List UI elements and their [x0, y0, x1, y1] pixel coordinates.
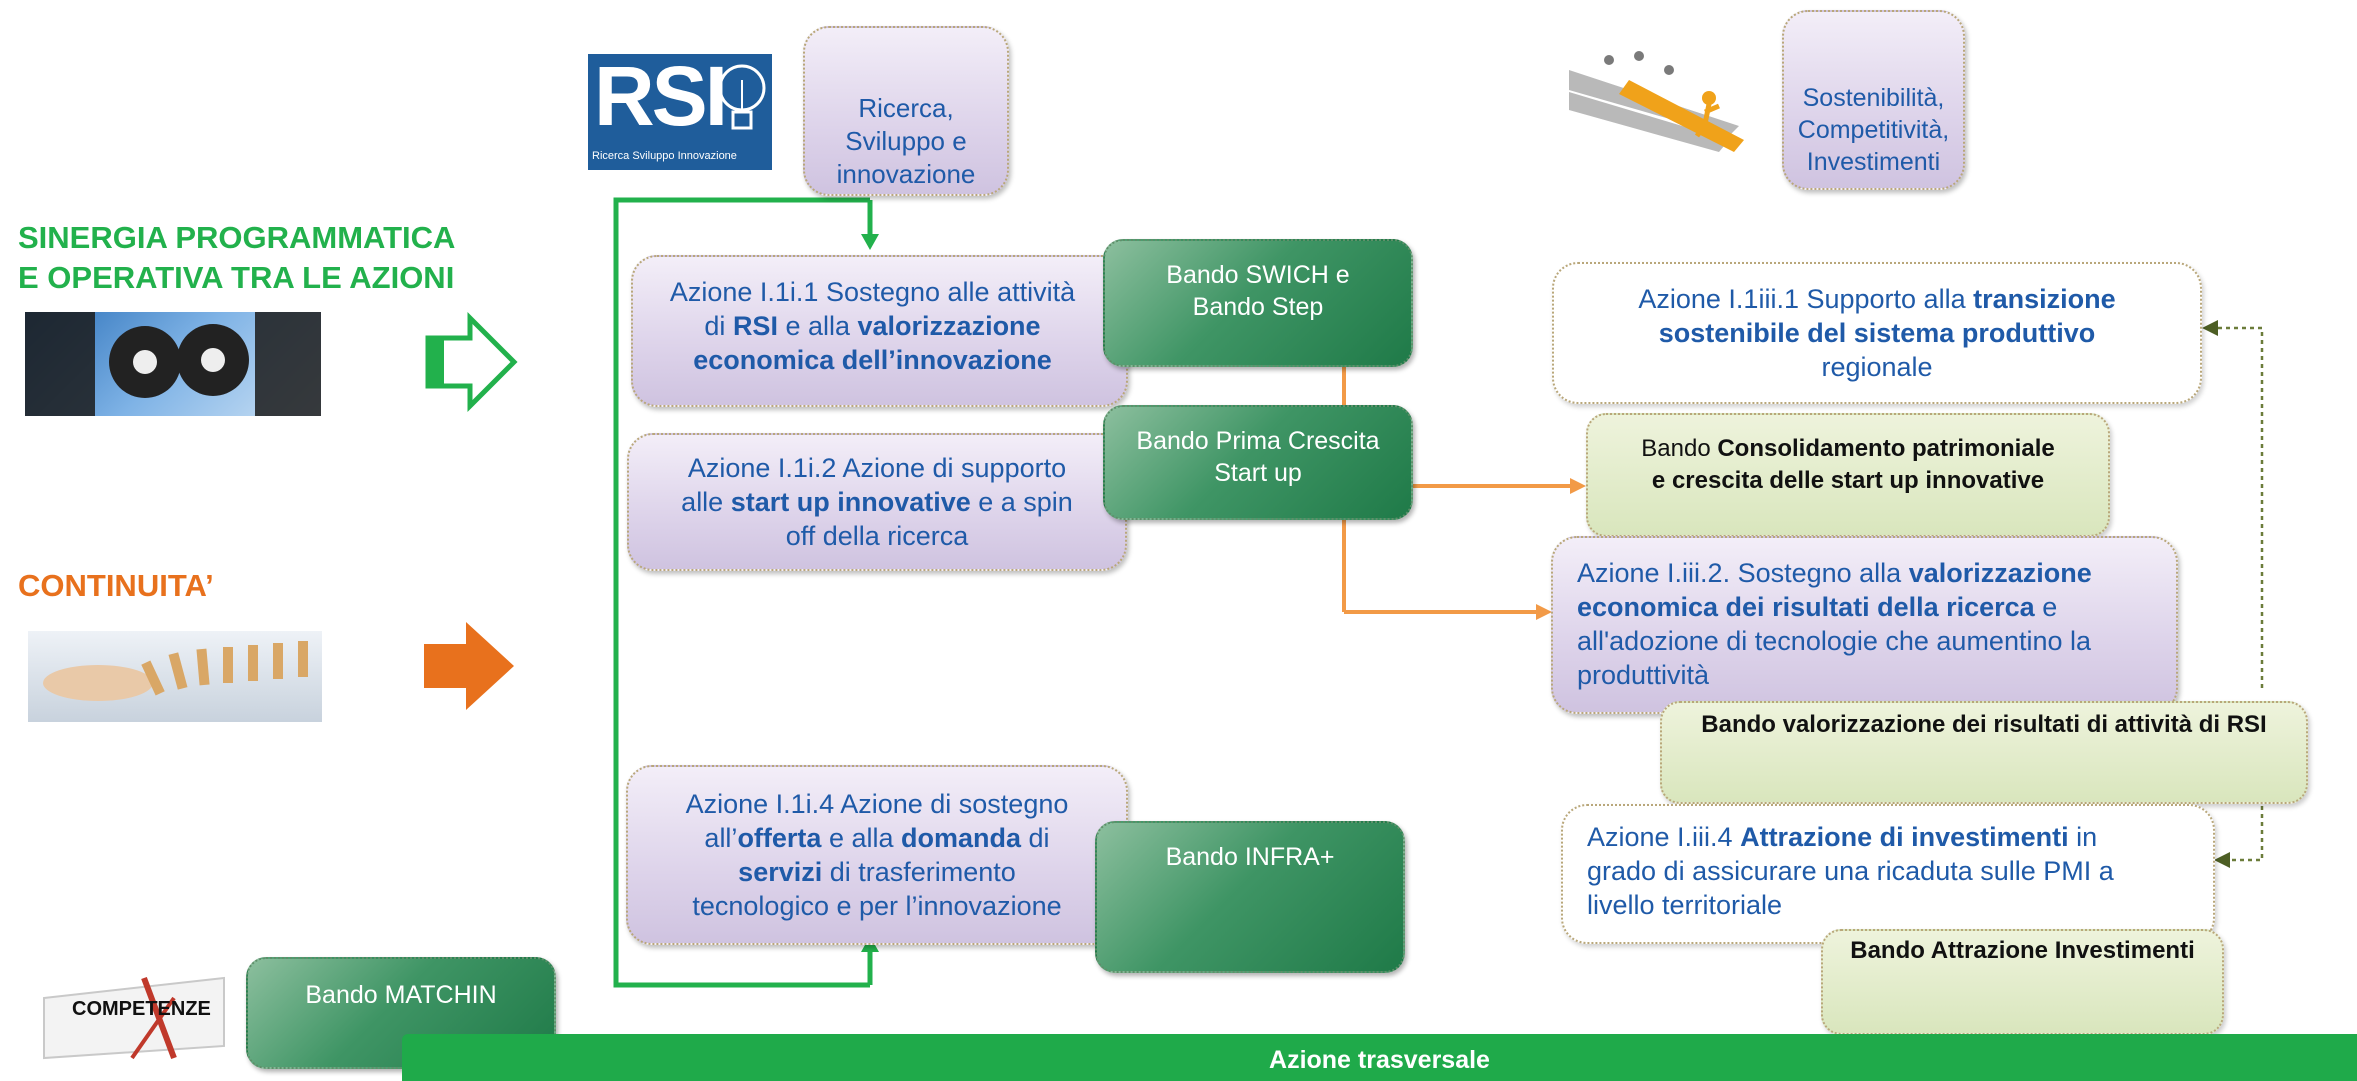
bando-swich-line1: Bando SWICH e — [1166, 261, 1350, 289]
azione-1iii1-line2: sostenibile del sistema produttivo — [1658, 318, 2096, 348]
dominoes-image — [28, 631, 322, 722]
azione-iii4-line1: Azione I.iii.4 Attrazione di investiment… — [1587, 822, 2098, 852]
runners-image — [1569, 40, 1749, 164]
synergy-heading-line1: SINERGIA PROGRAMMATICA — [18, 220, 456, 255]
sustainability-line1: Sostenibilità, — [1802, 84, 1945, 112]
azione-1i4-line3: servizi di trasferimento — [738, 857, 1016, 887]
competenze-label: COMPETENZE — [72, 998, 211, 1020]
bando-consolidamento-line1: Bando Consolidamento patrimoniale — [1641, 435, 2055, 462]
azione-iii2-line3: all'adozione di tecnologie che aumentino… — [1577, 626, 2092, 656]
lightbulb-icon — [718, 64, 766, 130]
azione-1i4-box: Azione I.1i.4 Azione di sostegno all’off… — [626, 765, 1128, 945]
azione-1i2-box: Azione I.1i.2 Azione di supporto alle st… — [627, 433, 1127, 571]
bando-prima-crescita-box: Bando Prima Crescita Start up — [1103, 405, 1413, 520]
synergy-heading: SINERGIA PROGRAMMATICA E OPERATIVA TRA L… — [18, 218, 455, 298]
bando-prima-crescita-line2: Start up — [1214, 459, 1302, 487]
azione-1i2-line2: alle start up innovative e a spin — [681, 487, 1073, 517]
azione-1i1-line1: Azione I.1i.1 Sostegno alle attività — [669, 277, 1076, 307]
rsi-box-line2: Sviluppo e — [845, 126, 967, 156]
gears-image — [25, 312, 321, 416]
green-arrow-accent — [430, 340, 444, 384]
rsi-box: Ricerca, Sviluppo e innovazione — [803, 26, 1009, 196]
green-arrow-top-head — [861, 234, 879, 250]
azione-trasversale-bar: Azione trasversale — [402, 1034, 2357, 1081]
dotted-arrow-up — [2216, 326, 2264, 688]
rsi-box-line3: innovazione — [836, 159, 976, 189]
synergy-heading-line2: E OPERATIVA TRA LE AZIONI — [18, 260, 455, 295]
orange-arrow-head-1 — [1570, 478, 1586, 494]
dotted-arrow-down-head — [2214, 852, 2230, 868]
orange-solid-arrow — [424, 622, 514, 710]
azione-1i2-line3: off della ricerca — [785, 521, 969, 551]
bando-infra-box: Bando INFRA+ — [1095, 821, 1405, 973]
bando-consolidamento-box: Bando Consolidamento patrimoniale e cres… — [1586, 413, 2110, 537]
sustainability-box: Sostenibilità, Competitività, Investimen… — [1782, 10, 1965, 190]
azione-1i2-line1: Azione I.1i.2 Azione di supporto — [687, 453, 1067, 483]
orange-arrow-head-2 — [1536, 604, 1552, 620]
azione-iii2-line4: produttività — [1577, 660, 1710, 690]
rsi-box-line1: Ricerca, — [858, 93, 954, 123]
azione-1i4-line2: all’offerta e alla domanda di — [704, 823, 1050, 853]
azione-iii4-box: Azione I.iii.4 Attrazione di investiment… — [1561, 804, 2215, 944]
continuity-heading: CONTINUITA’ — [18, 568, 214, 603]
azione-iii2-box: Azione I.iii.2. Sostegno alla valorizzaz… — [1551, 536, 2178, 714]
dotted-arrow-up-head — [2202, 320, 2218, 336]
rsi-logo: RSI Ricerca Sviluppo Innovazione — [588, 49, 772, 170]
bando-swich-box: Bando SWICH e Bando Step — [1103, 239, 1413, 367]
azione-iii2-line1: Azione I.iii.2. Sostegno alla valorizzaz… — [1577, 558, 2092, 588]
azione-1iii1-line3: regionale — [1821, 352, 1933, 382]
rsi-logo-subtitle: Ricerca Sviluppo Innovazione — [592, 150, 737, 162]
bando-swich-line2: Bando Step — [1192, 293, 1324, 321]
green-outline-arrow — [425, 311, 518, 413]
sustainability-line3: Investimenti — [1806, 148, 1941, 176]
bando-prima-crescita-line1: Bando Prima Crescita — [1136, 427, 1380, 455]
rsi-logo-text: RSI — [594, 49, 728, 143]
azione-1iii1-line1: Azione I.1iii.1 Supporto alla transizion… — [1638, 284, 2116, 314]
bando-attrazione-box: Bando Attrazione Investimenti — [1821, 929, 2224, 1035]
sustainability-line2: Competitività, — [1797, 116, 1950, 144]
bando-valorizzazione-box: Bando valorizzazione dei risultati di at… — [1660, 701, 2308, 804]
green-bracket-line — [613, 197, 870, 988]
azione-iii4-line2: grado di assicurare una ricaduta sulle P… — [1587, 856, 2114, 886]
dotted-arrow-down — [2228, 806, 2264, 862]
competenze-image: COMPETENZE — [24, 958, 244, 1068]
azione-iii2-line2: economica dei risultati della ricerca e — [1577, 592, 2058, 622]
azione-1i4-line1: Azione I.1i.4 Azione di sostegno — [685, 789, 1069, 819]
bando-consolidamento-line2: e crescita delle start up innovative — [1651, 467, 2045, 494]
azione-1i1-line2: di RSI e alla valorizzazione — [704, 311, 1041, 341]
azione-1i1-line3: economica dell’innovazione — [693, 345, 1052, 375]
azione-1i4-line4: tecnologico e per l’innovazione — [692, 891, 1062, 921]
azione-iii4-line3: livello territoriale — [1587, 890, 1783, 920]
azione-1iii1-box: Azione I.1iii.1 Supporto alla transizion… — [1552, 262, 2202, 404]
azione-trasversale-label: Azione trasversale — [1269, 1046, 1490, 1074]
azione-1i1-box: Azione I.1i.1 Sostegno alle attività di … — [631, 255, 1128, 407]
